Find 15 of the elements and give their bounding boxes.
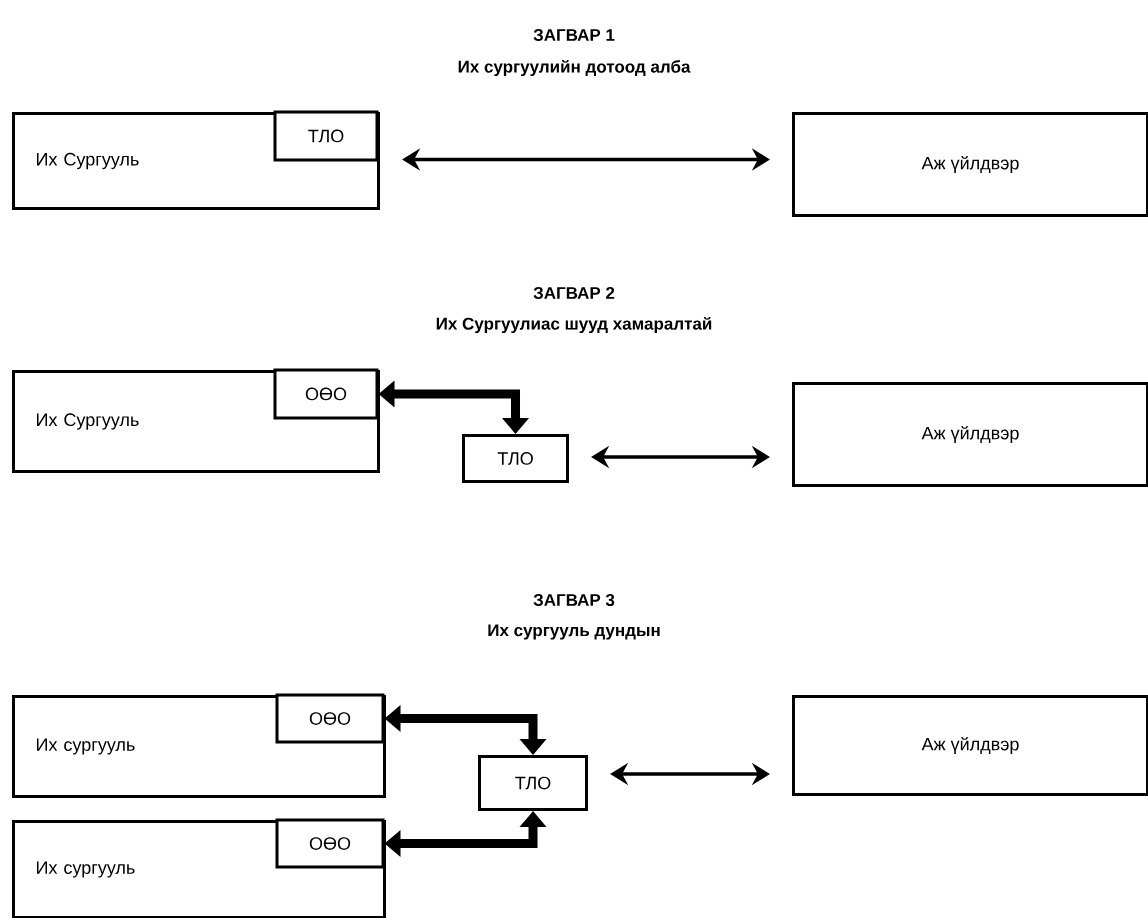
- inner-box: ТЛО: [273, 110, 379, 162]
- box: Аж үйлдвэр: [792, 382, 1148, 487]
- box: Аж үйлдвэр: [792, 112, 1148, 217]
- heading: ЗАГВАР 3: [533, 594, 615, 607]
- box: ТЛО: [478, 755, 588, 811]
- heading: Их Сургуулиас шууд хамаралтай: [436, 316, 712, 334]
- inner-box: ОӨО: [273, 368, 379, 420]
- inner-box: ОӨО: [275, 818, 385, 869]
- heading: Их сургуулийн дотоод алба: [458, 59, 691, 77]
- heading: ЗАГВАР 2: [533, 287, 615, 300]
- heading: ЗАГВАР 1: [533, 29, 615, 41]
- inner-box: ОӨО: [275, 693, 385, 744]
- heading: Их сургууль дундын: [488, 624, 660, 640]
- box: ТЛО: [462, 434, 569, 483]
- box: Аж үйлдвэр: [792, 695, 1148, 796]
